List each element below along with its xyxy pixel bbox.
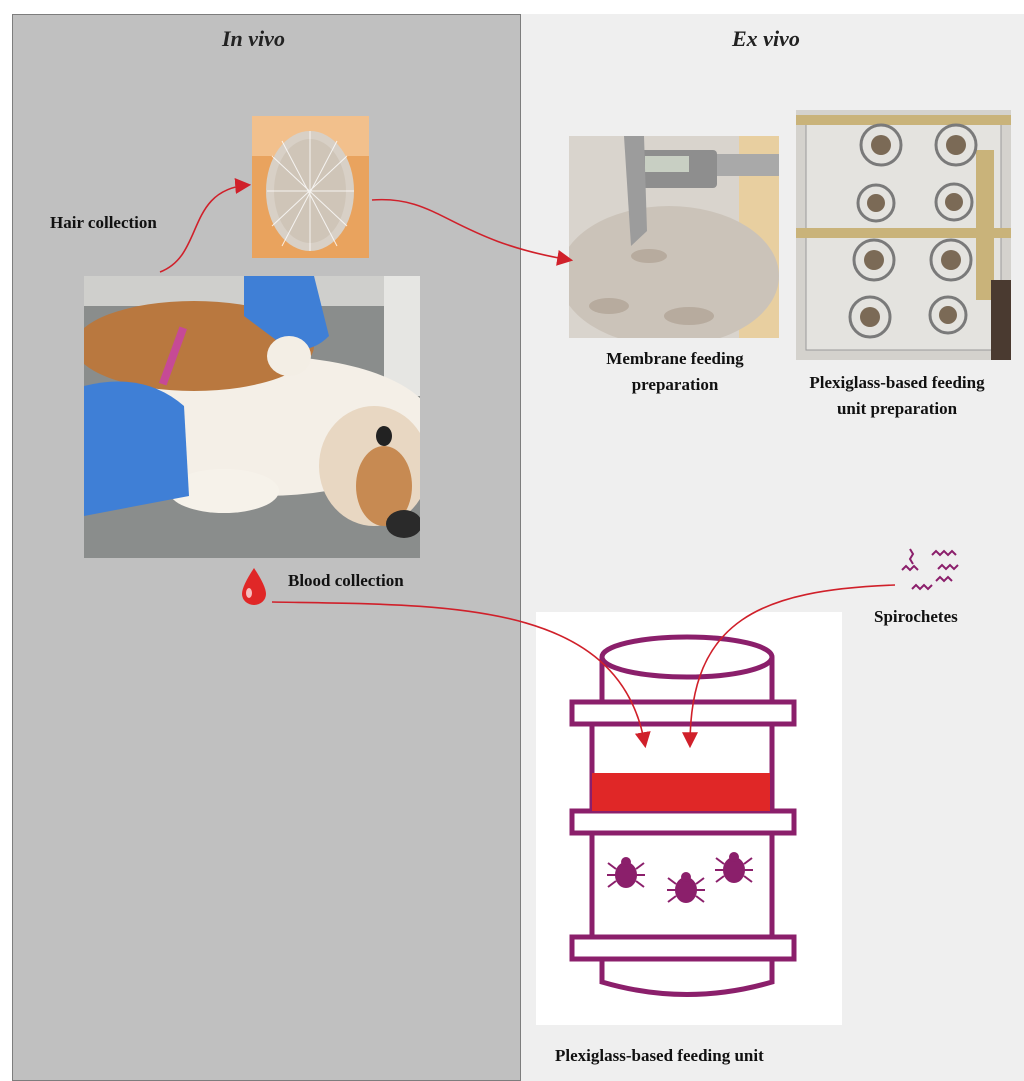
blood-drop-icon	[236, 566, 272, 606]
feeding-unit-illustration	[536, 612, 842, 1025]
tick-icon	[606, 853, 646, 893]
hair-collection-label: Hair collection	[50, 213, 157, 232]
in-vivo-header: In vivo	[222, 26, 285, 51]
spirochetes-icon	[898, 545, 970, 597]
blood-collection-label: Blood collection	[288, 571, 404, 590]
plexiglass-unit-label: Plexiglass-based feeding unit	[555, 1046, 764, 1065]
spirochetes-label: Spirochetes	[874, 607, 958, 626]
ex-vivo-header: Ex vivo	[732, 26, 800, 51]
feeding-plate-photo	[796, 110, 1011, 360]
tick-icon	[714, 848, 754, 888]
plexiglass-unit-preparation-label: Plexiglass-based feeding unit preparatio…	[809, 373, 985, 418]
hair-sample-photo	[252, 116, 369, 258]
dog-photo	[84, 276, 420, 558]
caliper-photo	[569, 136, 779, 338]
tick-icon	[666, 868, 706, 908]
membrane-feeding-label: Membrane feeding preparation	[606, 349, 744, 394]
